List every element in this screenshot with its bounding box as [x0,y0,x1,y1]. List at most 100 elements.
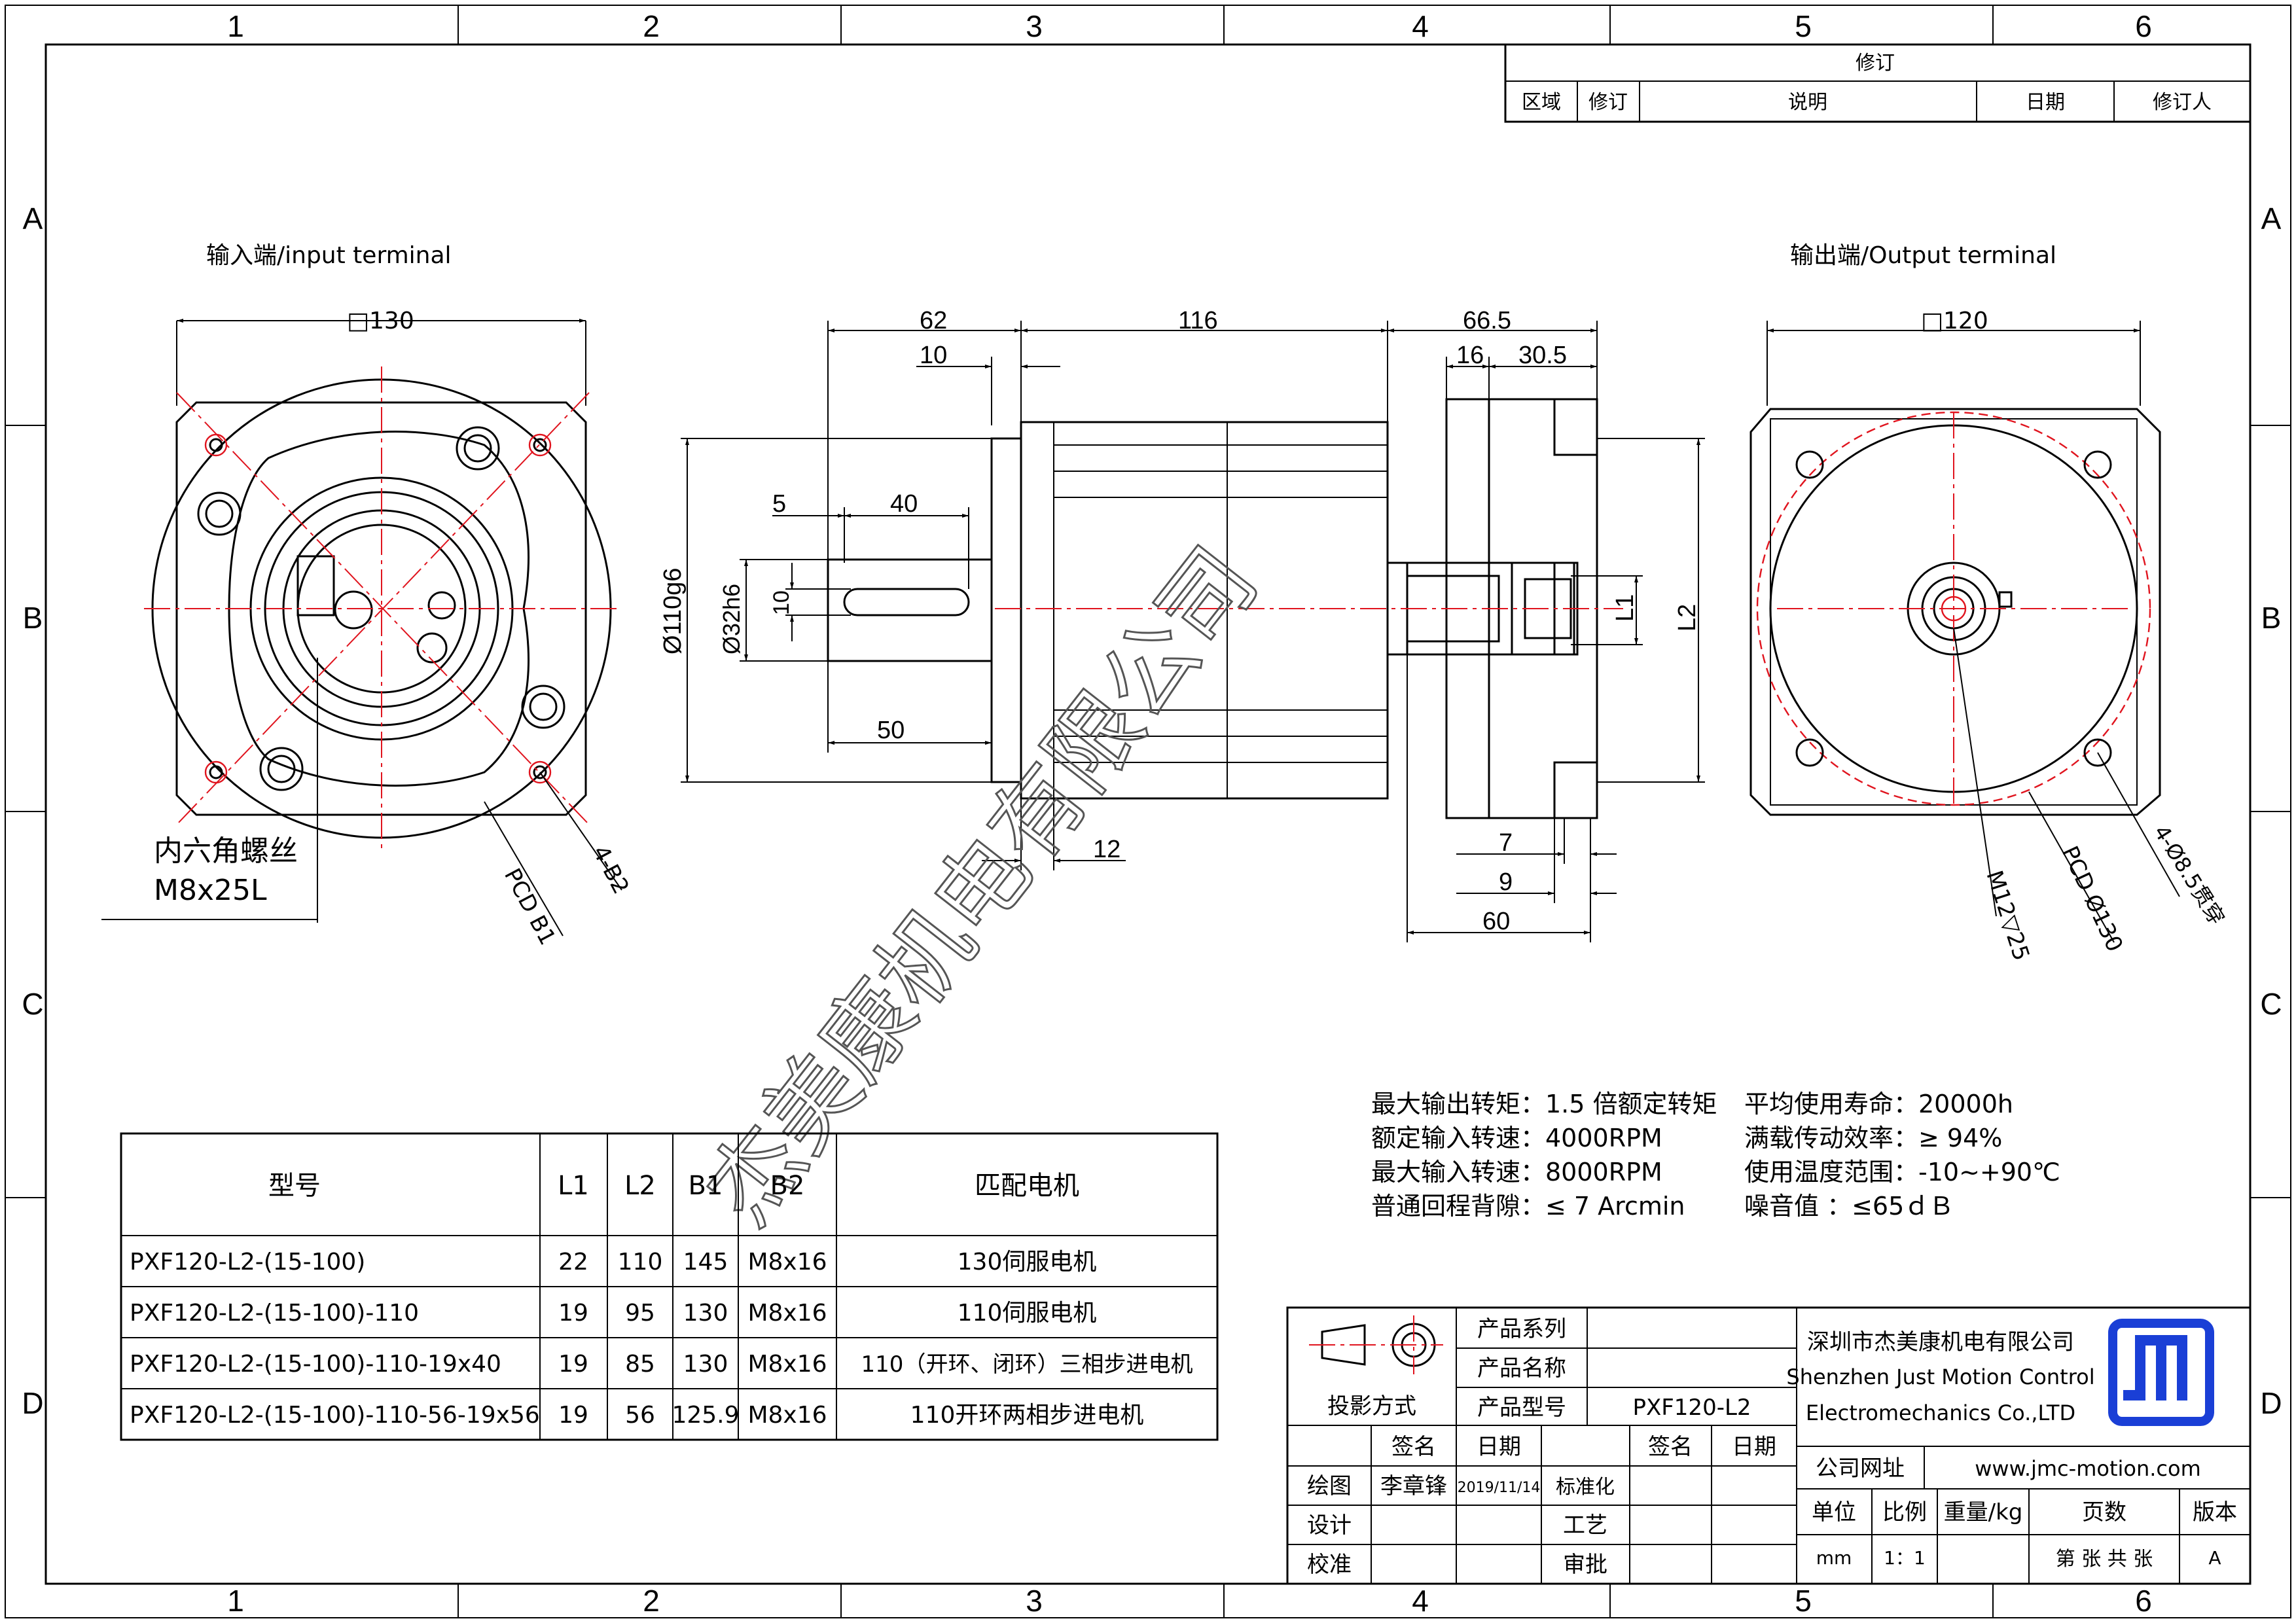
col-label: 1 [227,1584,244,1618]
dim-dia110: Ø110g6 [659,568,687,654]
table-cell: 110 [618,1249,663,1275]
dim-62: 62 [920,307,947,334]
spec-item: 额定输入转速：4000RPM [1371,1124,1662,1152]
dim-50: 50 [877,717,905,744]
label-date: 日期 [1477,1434,1521,1460]
col-label: 6 [2135,1584,2152,1618]
revision-header: 说明 [1788,91,1827,114]
table-cell: 130 [683,1351,728,1378]
dim-key-10: 10 [769,590,794,615]
table-cell: 85 [625,1351,655,1378]
label-projection: 投影方式 [1327,1393,1416,1419]
table-cell: 19 [558,1351,588,1378]
row-label: B [2261,601,2282,635]
screw-note-line1: 内六角螺丝 [154,834,298,868]
spec-item: 满载传动效率：≥ 94% [1744,1124,2002,1152]
pages-value: 第 张 共 张 [2056,1548,2153,1571]
col-label: 2 [643,9,660,43]
col-label: 2 [643,1584,660,1618]
label-approve: 审批 [1563,1552,1607,1578]
revision-header: 日期 [2026,91,2065,114]
row-label: C [2260,987,2282,1021]
table-header: L1 [558,1171,589,1201]
projection-symbol-icon [1309,1315,1443,1374]
table-cell: 110伺服电机 [958,1300,1097,1327]
label-weight: 重量/kg [1944,1499,2023,1525]
dim-pcd130: PCD Ø130 [2056,842,2128,956]
table-cell: M8x16 [747,1300,827,1327]
company-name-en: Shenzhen Just Motion Control [1786,1364,2094,1389]
table-header: B1 [689,1171,723,1201]
label-standard: 标准化 [1556,1476,1615,1499]
table-cell: M8x16 [747,1402,827,1429]
output-view-title: 输出端/Output terminal [1790,242,2056,269]
table-cell: M8x16 [747,1351,827,1378]
dim-holes: 4-Ø8.5贯穿 [2149,821,2229,929]
table-cell: 130伺服电机 [958,1249,1097,1275]
sheet-border: 1 2 3 4 5 6 1 2 3 4 5 6 A B C D A B C D [5,5,2291,1618]
spec-item: 平均使用寿命：20000h [1744,1090,2013,1118]
spec-item: 使用温度范围：-10~+90℃ [1744,1158,2060,1186]
dim-output-square: □120 [1921,308,1988,334]
input-view-title: 输入端/input terminal [206,242,452,269]
output-end-view: □120 M12▽25 PCD Ø130 4-Ø8.5贯穿 [1749,308,2230,964]
label-pages: 页数 [2082,1499,2126,1525]
dim-16: 16 [1456,342,1484,369]
dim-L2: L2 [1674,604,1701,632]
drawer-name: 李章锋 [1380,1473,1447,1499]
company-name-cn: 深圳市杰美康机电有限公司 [1807,1329,2074,1355]
table-header: L2 [624,1171,656,1201]
table-header: 匹配电机 [975,1171,1079,1201]
dim-5: 5 [772,490,786,518]
row-label: A [23,202,43,236]
table-cell: 125.9 [672,1402,739,1429]
label-version: 版本 [2193,1499,2237,1525]
revision-header: 区域 [1522,91,1561,114]
dim-9: 9 [1499,868,1513,896]
table-cell: M8x16 [747,1249,827,1275]
label-sign: 签名 [1648,1434,1693,1460]
label-craft: 工艺 [1563,1512,1607,1539]
col-label: 3 [1026,1584,1043,1618]
revision-header: 修订 [1588,91,1628,114]
company-name-en: Electromechanics Co.,LTD [1806,1400,2075,1425]
side-view: 62 116 66.5 10 16 30.5 Ø110g6 Ø32h6 10 5 [659,307,1705,942]
label-scale: 比例 [1882,1499,1927,1525]
table-cell: 110（开环、闭环）三相步进电机 [861,1351,1193,1378]
dim-m12: M12▽25 [1981,867,2034,963]
table-cell: 130 [683,1300,728,1327]
table-header: B2 [770,1171,805,1201]
label-product-name: 产品名称 [1477,1355,1566,1382]
table-cell: PXF120-L2-(15-100)-110-19x40 [130,1351,501,1378]
col-label: 4 [1412,1584,1429,1618]
version-value: A [2208,1547,2221,1569]
row-label: D [2260,1386,2282,1420]
row-label: A [2261,202,2282,236]
dim-66-5: 66.5 [1463,307,1511,334]
col-label: 3 [1026,9,1043,43]
spec-list: 最大输出转矩：1.5 倍额定转矩 额定输入转速：4000RPM 最大输入转速：8… [1371,1090,2060,1221]
table-cell: PXF120-L2-(15-100)-110-56-19x56 [130,1402,540,1429]
table-cell: 19 [558,1402,588,1429]
table-cell: PXF120-L2-(15-100) [130,1249,365,1275]
dim-10: 10 [920,342,947,369]
draw-date: 2019/11/14 [1458,1480,1541,1496]
dim-7: 7 [1499,829,1513,857]
label-draw: 绘图 [1307,1473,1352,1499]
table-cell: 110开环两相步进电机 [910,1402,1144,1429]
company-watermark: 杰美康机电有限公司 [686,529,1278,1244]
label-date: 日期 [1732,1434,1776,1460]
row-label: D [22,1386,43,1420]
dim-30-5: 30.5 [1518,342,1567,369]
dim-12: 12 [1093,836,1121,863]
scale-value: 1：1 [1884,1547,1926,1569]
table-cell: 22 [558,1249,588,1275]
spec-item: 普通回程背隙：≤ 7 Arcmin [1371,1192,1685,1221]
label-product-series: 产品系列 [1477,1316,1566,1342]
spec-item: 最大输出转矩：1.5 倍额定转矩 [1371,1090,1717,1118]
label-website: 公司网址 [1816,1455,1905,1482]
dim-4-b2: 4-B2 [587,841,634,898]
table-cell: 19 [558,1300,588,1327]
dim-40: 40 [890,490,918,518]
